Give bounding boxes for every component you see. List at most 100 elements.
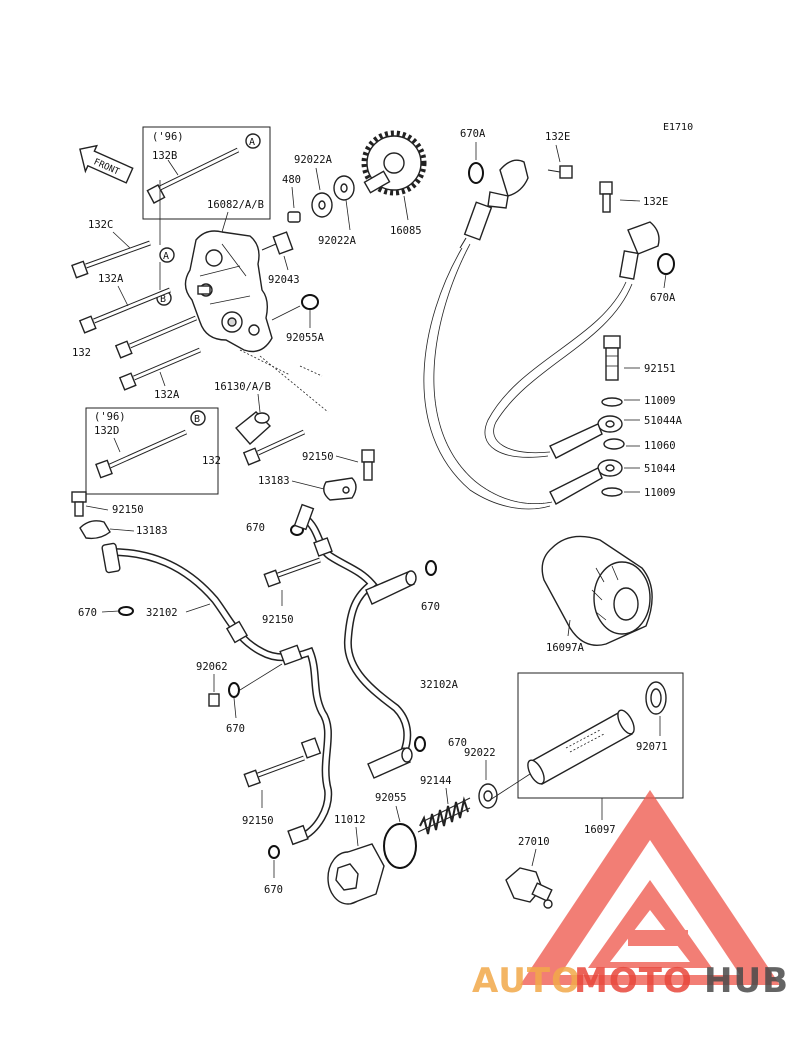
label-27010: 27010: [518, 836, 550, 848]
bolt-92150-mid-icon: [361, 449, 375, 481]
plug-92062-icon: [208, 693, 220, 707]
label-132B: 132B: [152, 150, 177, 162]
label-670-bottom: 670: [264, 884, 283, 896]
label-132E-top: 132E: [545, 131, 570, 143]
label-16085: 16085: [390, 225, 422, 237]
svg-text:HUB: HUB: [704, 961, 789, 1001]
label-16097: 16097: [584, 824, 616, 836]
label-16130: 16130/A/B: [214, 381, 271, 393]
washer-11060-icon: [603, 438, 625, 450]
bolt-132E-top-icon: [547, 165, 573, 179]
front-arrow-icon: FRONT: [79, 144, 134, 184]
label-11009-bottom: 11009: [644, 487, 676, 499]
label-670A-top: 670A: [460, 128, 486, 140]
label-92022A-bottom: 92022A: [318, 235, 357, 247]
pin-480-icon: [287, 211, 301, 223]
label-51044: 51044: [644, 463, 676, 475]
year-note-box-bottom: [85, 407, 219, 495]
label-92022: 92022: [464, 747, 496, 759]
hose-fitting-right-icon: [619, 221, 660, 280]
label-92055: 92055: [375, 792, 407, 804]
label-92150-mid: 92150: [302, 451, 334, 463]
washer-11009-bottom-icon: [601, 487, 623, 497]
bolt-92150-left-icon: [71, 491, 87, 517]
year-note-bottom: ('96): [94, 411, 126, 423]
label-92150-left: 92150: [112, 504, 144, 516]
label-132A-top: 132A: [98, 273, 124, 285]
oring-670-right-icon: [425, 560, 437, 576]
oil-filter-16097A-icon: [541, 535, 653, 646]
oring-670-pipe-icon: [414, 736, 426, 752]
callout-B-pump: B: [160, 294, 166, 305]
label-480: 480: [282, 174, 301, 186]
bolt-132-left-icon: [114, 315, 197, 359]
gasket-92071-icon: [645, 681, 667, 715]
sleeve-92043-icon: [261, 231, 294, 255]
label-11009-top: 11009: [644, 395, 676, 407]
watermark-logo-icon: [520, 790, 780, 985]
label-51044A: 51044A: [644, 415, 683, 427]
label-92043: 92043: [268, 274, 300, 286]
banjo-51044-icon: [549, 459, 623, 505]
callout-A-pump: A: [163, 251, 169, 262]
callout-A-pump-icon: [159, 247, 175, 263]
label-132C: 132C: [88, 219, 113, 231]
strainer-16097-icon: [489, 709, 635, 801]
label-92150-bottom: 92150: [242, 815, 274, 827]
label-32102A: 32102A: [420, 679, 459, 691]
bolt-132A-bottom-icon: [118, 347, 201, 391]
oring-92055-icon: [383, 823, 417, 869]
oring-670A-right-icon: [657, 253, 675, 275]
year-note-top: ('96): [152, 131, 184, 143]
label-92071: 92071: [636, 741, 668, 753]
bolt-132D-icon: [95, 429, 188, 479]
label-132A-bottom: 132A: [154, 389, 180, 401]
oil-pipe-32102A-icon: [293, 503, 417, 779]
cap-11012-icon: [327, 843, 385, 905]
label-13183-mid: 13183: [258, 475, 290, 487]
watermark-text: AUTO MOTO HUB: [472, 961, 789, 1001]
label-16097A: 16097A: [546, 642, 585, 654]
oil-pump-icon: [184, 230, 273, 353]
oring-670-bottom-icon: [268, 845, 280, 859]
label-92151: 92151: [644, 363, 676, 375]
label-670-pipe: 670: [448, 737, 467, 749]
oring-670A-top-icon: [468, 162, 484, 184]
banjo-51044A-icon: [549, 415, 623, 459]
bolt-92150-bottom-icon: [243, 755, 305, 788]
strainer-box: [517, 672, 684, 799]
gear-16085-icon: [361, 130, 427, 196]
label-92144: 92144: [420, 775, 452, 787]
bolt-132C-icon: [71, 240, 151, 279]
oring-92055A-icon: [301, 294, 319, 310]
callout-B-box-icon: [190, 410, 206, 426]
oring-670-left-icon: [118, 606, 134, 616]
washer-11009-top-icon: [601, 397, 623, 407]
label-670A-right: 670A: [650, 292, 676, 304]
banjo-bolt-92151-icon: [603, 335, 621, 381]
switch-27010-icon: [505, 867, 553, 909]
label-92022A-top: 92022A: [294, 154, 333, 166]
label-670-left: 670: [78, 607, 97, 619]
label-92055A: 92055A: [286, 332, 325, 344]
label-132-mid: 132: [202, 455, 221, 467]
svg-text:AUTO: AUTO: [472, 961, 581, 1001]
callout-B-box: B: [194, 414, 200, 425]
sleeve-16130-icon: [234, 411, 272, 445]
bolt-132A-top-icon: [78, 287, 171, 334]
plate-13183-left-icon: [79, 520, 111, 540]
label-670-mid: 670: [246, 522, 265, 534]
label-92150-lower: 92150: [262, 614, 294, 626]
label-11012: 11012: [334, 814, 366, 826]
oil-pipe-32102-icon: [101, 542, 333, 846]
oil-hoses-icon: [423, 243, 633, 510]
diagram-code: E1710: [663, 122, 693, 133]
label-670-right: 670: [421, 601, 440, 613]
label-32102: 32102: [146, 607, 178, 619]
label-132E-right: 132E: [643, 196, 668, 208]
plate-13183-mid-icon: [323, 477, 357, 501]
year-note-box-top: [142, 126, 271, 220]
spring-92144-icon: [417, 796, 471, 835]
bolt-132-mid-icon: [242, 429, 306, 466]
